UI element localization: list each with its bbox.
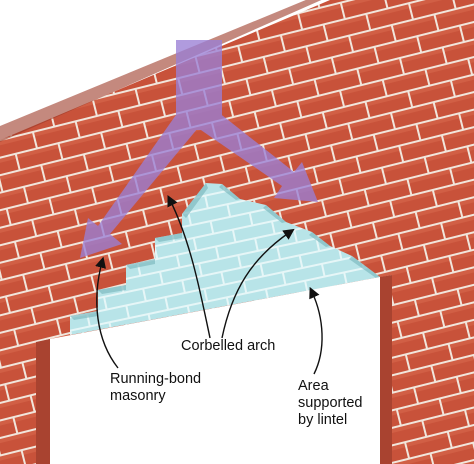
- load-arrow-stem: [176, 40, 222, 130]
- running-bond-label-line-1: Running-bond: [110, 371, 202, 387]
- running-bond-label: Running-bond masonry: [110, 371, 201, 405]
- leader-area-lintel: [309, 286, 323, 375]
- corbelled-arch-area: [70, 183, 380, 335]
- curved-leader-arrow-icon: [95, 194, 323, 375]
- load-arrow-left: [80, 112, 198, 258]
- area-supported-label-line-2: supported: [298, 395, 363, 411]
- corbelled-arch-label: Corbelled arch: [181, 338, 276, 354]
- area-supported-label-line-3: by lintel: [298, 412, 348, 428]
- wall-opening: [50, 277, 380, 464]
- running-bond-label-line-2: masonry: [110, 388, 166, 404]
- leader-arch-right: [221, 228, 295, 339]
- arrow-split-icon: [80, 40, 318, 258]
- area-supported-label: Area supported by lintel: [298, 378, 363, 429]
- leader-arch-left: [167, 194, 211, 339]
- corbel-right-shadows: [219, 184, 380, 278]
- area-supported-label-line-1: Area: [298, 378, 329, 394]
- opening-right-jamb: [380, 275, 392, 464]
- leader-running-bond: [95, 256, 119, 369]
- load-arrow-right: [198, 112, 318, 202]
- opening-left-jamb: [36, 339, 50, 464]
- wall-top-edge: [0, 0, 322, 142]
